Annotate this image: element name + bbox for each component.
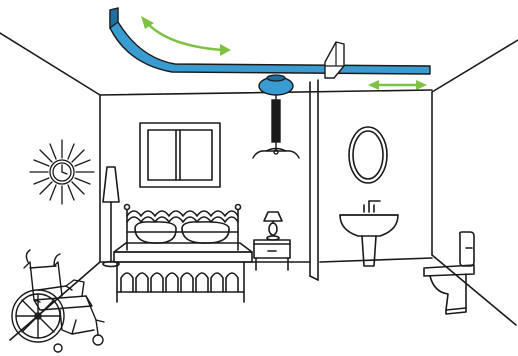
sling-bar-icon: [253, 100, 299, 158]
oval-mirror-icon: [349, 127, 387, 183]
room-walls: [0, 33, 518, 340]
window-icon: [140, 123, 220, 187]
motor-unit-icon: [259, 75, 293, 100]
bedside-table-icon: [254, 240, 290, 270]
ceiling-track-icon: [110, 8, 430, 78]
bed-icon: [114, 205, 252, 303]
table-lamp-icon: [264, 212, 282, 240]
wheelchair-icon: [12, 250, 104, 352]
sunburst-clock-icon: [30, 140, 94, 204]
sink-icon: [340, 201, 398, 266]
